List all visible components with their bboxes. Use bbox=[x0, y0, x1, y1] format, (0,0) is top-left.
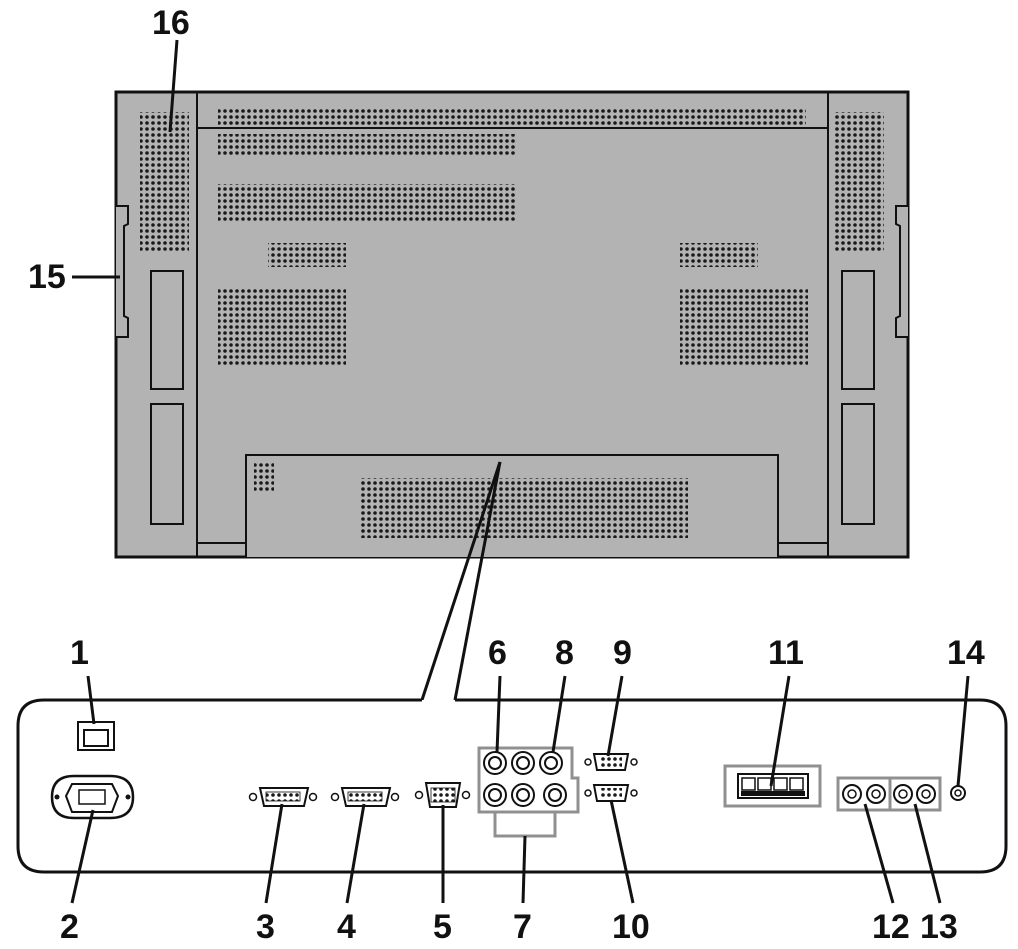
rca-jack-icon bbox=[543, 783, 567, 807]
callout-12: 12 bbox=[872, 908, 910, 946]
serial-port-icon bbox=[584, 753, 638, 771]
audio-jack-icon bbox=[866, 784, 886, 804]
speaker-terminal-frame bbox=[723, 764, 822, 808]
callout-16: 16 bbox=[152, 4, 190, 42]
callout-14: 14 bbox=[947, 634, 985, 672]
dvi-port-icon bbox=[330, 787, 400, 807]
vent-right-column bbox=[833, 112, 884, 252]
callout-11: 11 bbox=[768, 634, 804, 672]
vga-port-icon bbox=[414, 782, 471, 808]
power-switch-icon bbox=[77, 721, 115, 751]
vent-cover-wide bbox=[360, 478, 688, 538]
vent-small-right bbox=[680, 243, 758, 267]
audio-jack-icon bbox=[916, 784, 936, 804]
mini-jack-icon bbox=[950, 785, 966, 801]
vent-row-1 bbox=[218, 134, 516, 156]
vent-block-right bbox=[680, 288, 808, 366]
right-slot-lower bbox=[841, 403, 875, 525]
callout-7: 7 bbox=[513, 908, 532, 946]
callout-2: 2 bbox=[60, 908, 79, 946]
rca-jack-icon bbox=[511, 783, 535, 807]
callout-5: 5 bbox=[433, 908, 452, 946]
rca-group-frame bbox=[477, 746, 580, 814]
serial-port-icon bbox=[584, 784, 638, 802]
audio-jack-icon bbox=[842, 784, 862, 804]
vent-cover-small bbox=[254, 461, 274, 493]
left-slot-upper bbox=[150, 270, 184, 390]
ac-inlet-icon bbox=[50, 774, 135, 820]
callout-9: 9 bbox=[613, 634, 632, 672]
leader-lines bbox=[70, 39, 970, 904]
callout-15: 15 bbox=[28, 258, 66, 296]
callouts: 16 15 1 6 8 9 11 14 2 3 4 5 7 10 12 13 bbox=[28, 4, 985, 946]
vent-block-left bbox=[218, 288, 346, 366]
rca-jack-icon bbox=[483, 783, 507, 807]
dvi-port-icon bbox=[248, 787, 318, 807]
zoom-lines bbox=[420, 461, 502, 701]
left-slot-lower bbox=[150, 403, 184, 525]
vent-top-strip bbox=[218, 108, 806, 126]
callout-3: 3 bbox=[256, 908, 275, 946]
audio-jack-icon bbox=[893, 784, 913, 804]
vent-small-left bbox=[268, 243, 346, 267]
callout-13: 13 bbox=[920, 908, 958, 946]
callout-10: 10 bbox=[612, 908, 650, 946]
handle-icon bbox=[116, 205, 129, 338]
callout-4: 4 bbox=[337, 908, 356, 946]
vent-left-column bbox=[140, 112, 189, 252]
rca-jack-icon bbox=[511, 751, 535, 775]
rca-jack-icon bbox=[539, 751, 563, 775]
monitor-rear bbox=[114, 90, 910, 559]
callout-1: 1 bbox=[70, 634, 89, 672]
handle-icon bbox=[895, 205, 908, 338]
callout-6: 6 bbox=[488, 634, 507, 672]
vent-row-2 bbox=[218, 184, 516, 222]
terminal-panel bbox=[16, 698, 1008, 874]
rca-jack-icon bbox=[483, 751, 507, 775]
callout-8: 8 bbox=[555, 634, 574, 672]
right-slot-upper bbox=[841, 270, 875, 390]
